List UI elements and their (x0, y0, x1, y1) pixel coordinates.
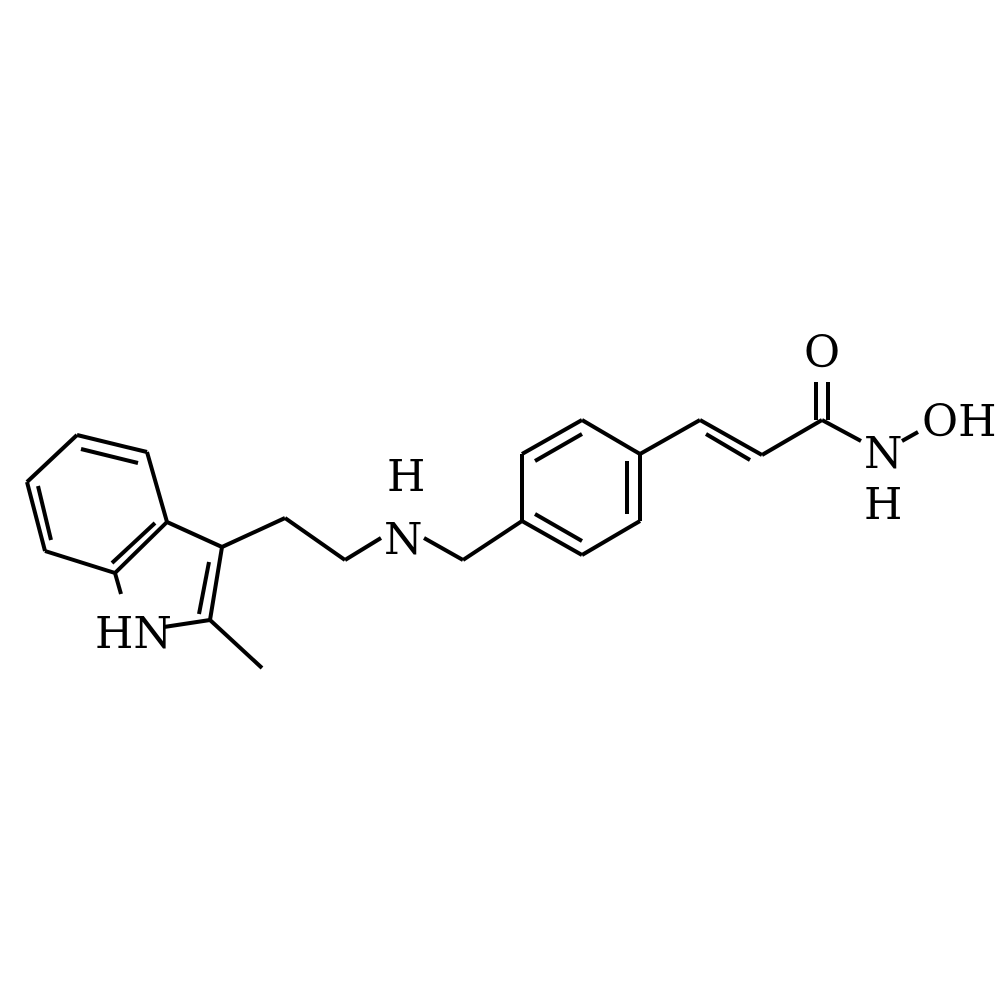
bond (423, 536, 464, 562)
double-bond-inner (110, 521, 157, 565)
double-bond-inner (704, 432, 752, 462)
bond (760, 418, 824, 457)
bond (901, 430, 919, 443)
bond (521, 418, 583, 456)
indole-pyrrole-ring (113, 520, 224, 629)
double-bond-inner (36, 485, 53, 541)
bond (163, 618, 211, 629)
bond (699, 418, 763, 457)
bond (208, 546, 224, 621)
double-bond-inner (534, 512, 583, 543)
bond (343, 536, 383, 562)
ethylamine-chain (221, 516, 524, 562)
atom-label-hydroxamic-h: H (864, 479, 902, 530)
methyl-bond (208, 618, 264, 670)
atom-label-amine-n: N (384, 514, 423, 565)
atom-label-indole-nh: HN (95, 608, 172, 659)
bond (145, 451, 169, 523)
bond (821, 418, 862, 443)
bond (113, 572, 123, 595)
bond (166, 520, 223, 549)
atom-label-hydroxyl: OH (922, 396, 996, 447)
bond (25, 433, 79, 484)
bond (221, 516, 286, 549)
bond (25, 481, 47, 552)
bond (461, 519, 524, 562)
double-bond-inner (197, 561, 211, 615)
bond (283, 516, 347, 562)
bond (113, 520, 169, 575)
bond (521, 519, 583, 557)
phenyl-ring (520, 418, 642, 557)
bond (580, 519, 642, 557)
atom-label-hydroxamic-n: N (864, 428, 903, 479)
atom-label-amine-h: H (387, 451, 425, 502)
hydroxamic-acid-chain (639, 382, 919, 462)
bond (580, 418, 642, 456)
double-bond-inner (534, 432, 583, 463)
bond (76, 433, 148, 454)
bond (44, 549, 116, 575)
double-bond-inner (80, 447, 139, 465)
indole-benzene-ring (25, 433, 169, 575)
atom-label-carbonyl-o: O (804, 327, 840, 378)
bond (639, 418, 701, 456)
